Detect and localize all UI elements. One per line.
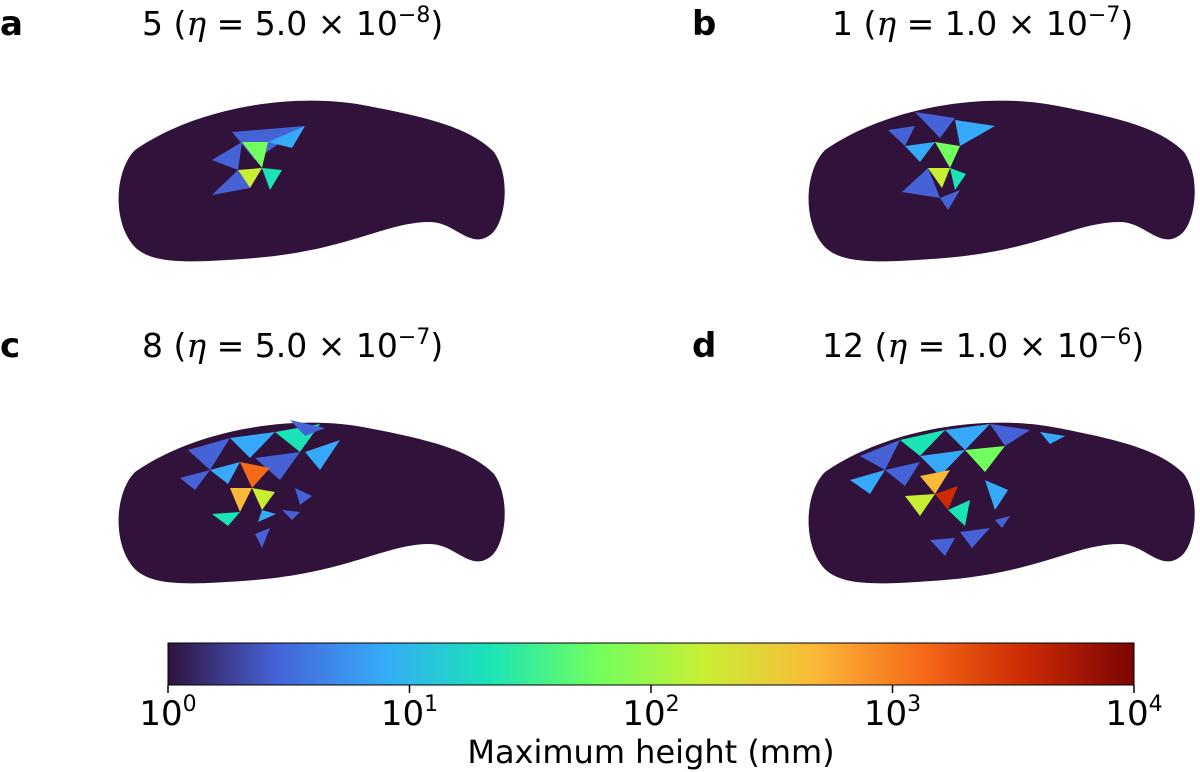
height-patches-c	[180, 420, 340, 548]
body-shape-b	[808, 100, 1195, 262]
panel-letter-d: d	[692, 326, 716, 366]
eta-symbol-c: η	[186, 326, 206, 365]
panel-title-a: 5 (η = 5.0 × 10−8)	[142, 3, 443, 43]
body-shape-c	[118, 422, 505, 584]
colorbar-bar	[167, 642, 1135, 686]
eta-symbol-b: η	[876, 4, 896, 43]
panel-title-b: 1 (η = 1.0 × 10−7)	[832, 3, 1133, 43]
panel-label-d: 12	[822, 326, 864, 365]
colorbar-tick-label: 102	[622, 692, 679, 734]
panel-a: a 5 (η = 5.0 × 10−8)	[0, 3, 505, 262]
panel-letter-a: a	[0, 4, 23, 44]
eta-exponent-d: −6	[1099, 325, 1131, 350]
eta-exponent-c: −7	[398, 325, 430, 350]
panel-c: c 8 (η = 5.0 × 10−7)	[0, 325, 505, 584]
eta-mantissa-d: 1.0	[956, 326, 1008, 365]
panel-d: d 12 (η = 1.0 × 10−6)	[692, 325, 1195, 584]
height-patches-b	[888, 112, 995, 210]
eta-exponent-b: −7	[1088, 3, 1120, 28]
height-patches-d	[850, 424, 1065, 556]
colorbar-ticks: 100 101 102 103 104	[139, 685, 1163, 734]
panel-label-b: 1	[832, 4, 853, 43]
panel-label-a: 5	[142, 4, 163, 43]
colorbar-label: Maximum height (mm)	[467, 733, 834, 771]
panel-title-d: 12 (η = 1.0 × 10−6)	[822, 325, 1144, 365]
colorbar: 100 101 102 103 104 Maximum height (mm)	[139, 642, 1163, 771]
body-shape-d	[808, 422, 1195, 584]
eta-mantissa-c: 5.0	[255, 326, 307, 365]
colorbar-tick-label: 104	[1105, 692, 1162, 734]
eta-mantissa-a: 5.0	[255, 4, 307, 43]
eta-symbol-a: η	[186, 4, 206, 43]
panel-b: b 1 (η = 1.0 × 10−7)	[692, 3, 1195, 262]
eta-symbol-d: η	[887, 326, 907, 365]
colorbar-tick-label: 101	[381, 692, 438, 734]
panel-label-c: 8	[142, 326, 163, 365]
panel-letter-b: b	[692, 4, 716, 44]
eta-exponent-a: −8	[398, 3, 430, 28]
body-shape-a	[118, 100, 505, 262]
panel-letter-c: c	[0, 326, 20, 366]
colorbar-tick-label: 103	[864, 692, 921, 734]
height-patches-a	[212, 126, 305, 195]
panel-title-c: 8 (η = 5.0 × 10−7)	[142, 325, 443, 365]
colorbar-tick-label: 100	[139, 692, 196, 734]
eta-mantissa-b: 1.0	[945, 4, 997, 43]
